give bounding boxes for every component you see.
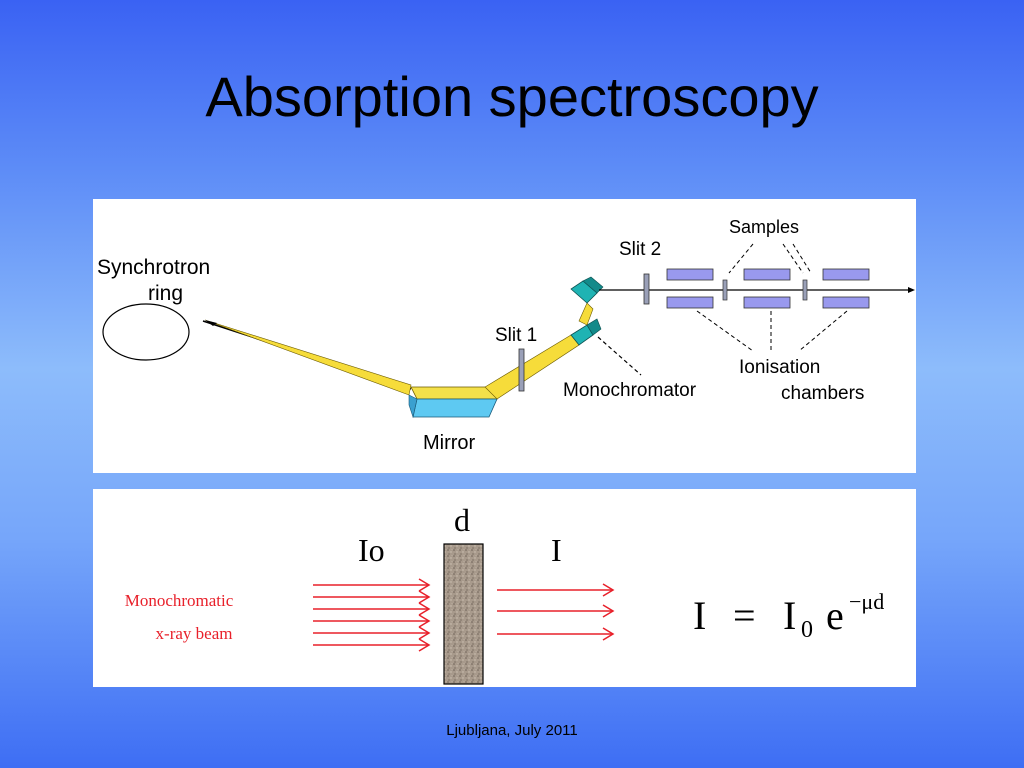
- ionisation-chamber-2: [743, 268, 791, 309]
- ionisation-label-line1: Ionisation: [739, 357, 820, 378]
- transmitted-intensity-label: I: [551, 532, 562, 568]
- slit2-shape: [643, 273, 650, 305]
- monochromator-leader: [597, 336, 642, 376]
- formula-i0-base: I: [783, 593, 796, 638]
- slide-footer: Ljubljana, July 2011: [446, 722, 578, 739]
- beam-label-line1: Monochromatic: [125, 591, 234, 610]
- absorption-diagram: Monochromatic x-ray beam Io I d I = I 0: [125, 502, 884, 685]
- monochromator-upper-side: [582, 276, 604, 294]
- samples-label: Samples: [729, 217, 799, 237]
- formula-exponent: −μd: [849, 589, 884, 614]
- monochromator-label: Monochromator: [563, 380, 697, 401]
- incident-arrows: [313, 578, 431, 652]
- slit1-shape: [518, 348, 525, 392]
- beam-label-line2: x-ray beam: [156, 624, 233, 643]
- synchrotron-label-line2: ring: [148, 282, 183, 305]
- ionisation-chamber-1: [666, 268, 714, 309]
- synchrotron-ring-shape: [102, 303, 190, 361]
- sample-2-shape: [802, 279, 808, 301]
- ionisation-label-line2: chambers: [781, 383, 864, 404]
- formula-lhs: I: [693, 593, 706, 638]
- sample-leaders: [728, 243, 812, 274]
- beam-between-crystals: [578, 302, 594, 326]
- sample-slab: [443, 543, 484, 685]
- beam-source-arrow: [205, 320, 217, 326]
- beamline-diagram: Synchrotron ring Mirror Slit 1 Slit 2 Mo…: [97, 217, 915, 454]
- synchrotron-label-line1: Synchrotron: [97, 256, 210, 279]
- monochromator-lower-side: [586, 318, 602, 336]
- formula-i0-sub: 0: [801, 617, 813, 643]
- beam-to-mirror: [204, 319, 412, 396]
- beer-lambert-formula: I = I 0 e −μd: [693, 589, 884, 643]
- formula-equals: =: [733, 593, 756, 638]
- sample-1-shape: [722, 279, 728, 301]
- mirror-top-face: [410, 386, 498, 400]
- transmitted-arrows: [497, 583, 615, 641]
- chamber-leaders: [696, 310, 848, 352]
- mirror-front-face: [412, 398, 498, 418]
- mirror-side-face: [408, 394, 418, 419]
- formula-exp-base: e: [826, 593, 844, 638]
- mirror-label: Mirror: [423, 432, 476, 454]
- slit2-label: Slit 2: [619, 239, 661, 260]
- output-beam-arrow: [908, 287, 915, 293]
- slit1-label: Slit 1: [495, 325, 537, 346]
- beamline-diagram-panel: Synchrotron ring Mirror Slit 1 Slit 2 Mo…: [93, 199, 916, 473]
- thickness-label: d: [454, 502, 470, 538]
- incident-intensity-label: Io: [358, 532, 385, 568]
- ionisation-chamber-3: [822, 268, 870, 309]
- absorption-diagram-panel: Monochromatic x-ray beam Io I d I = I 0: [93, 489, 916, 687]
- slide-title: Absorption spectroscopy: [205, 65, 819, 128]
